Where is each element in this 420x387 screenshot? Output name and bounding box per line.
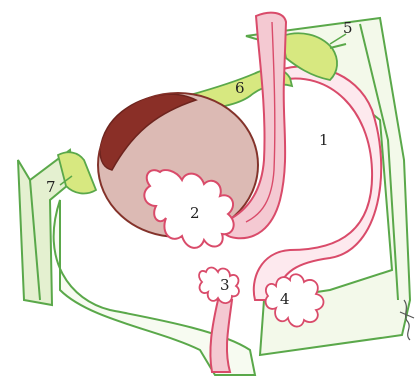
label-2: 2 (190, 204, 200, 222)
label-5: 5 (343, 19, 353, 37)
label-4: 4 (280, 290, 290, 308)
label-7: 7 (46, 178, 56, 196)
label-1: 1 (319, 131, 329, 149)
label-6: 6 (235, 79, 245, 97)
label-3: 3 (220, 276, 230, 294)
